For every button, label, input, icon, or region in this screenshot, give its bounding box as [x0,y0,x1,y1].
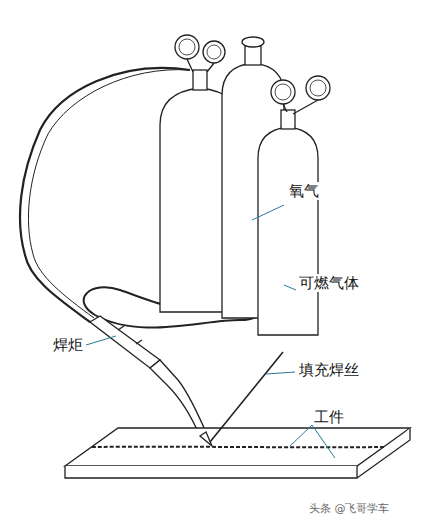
part-label: 工件 [313,408,345,426]
part-label: 焊炬 [52,336,84,354]
weld-seam [92,446,384,449]
valve-handwheel [242,37,264,47]
leader-line [290,425,335,458]
leader-line [266,372,295,374]
filler-wire [210,352,283,442]
fuel-gas-cylinder [258,127,318,335]
leader-line [86,336,116,345]
watermark: 头条 @飞哥学车 [308,502,391,515]
valve [193,70,207,90]
torch-neck [150,360,206,436]
part-label: 填充焊丝 [298,361,360,379]
pressure-gauge [271,80,295,104]
leader-line [284,285,296,290]
leader-line [252,205,284,220]
valve [245,46,261,65]
part-label: 氧气 [288,182,320,200]
pressure-gauge [175,35,199,59]
torch-handle [90,316,160,368]
part-label: 可燃气体 [298,274,360,292]
valve [281,110,295,129]
pressure-gauge [203,41,225,63]
pressure-gauge [306,76,330,100]
workpiece-plate [65,428,410,466]
